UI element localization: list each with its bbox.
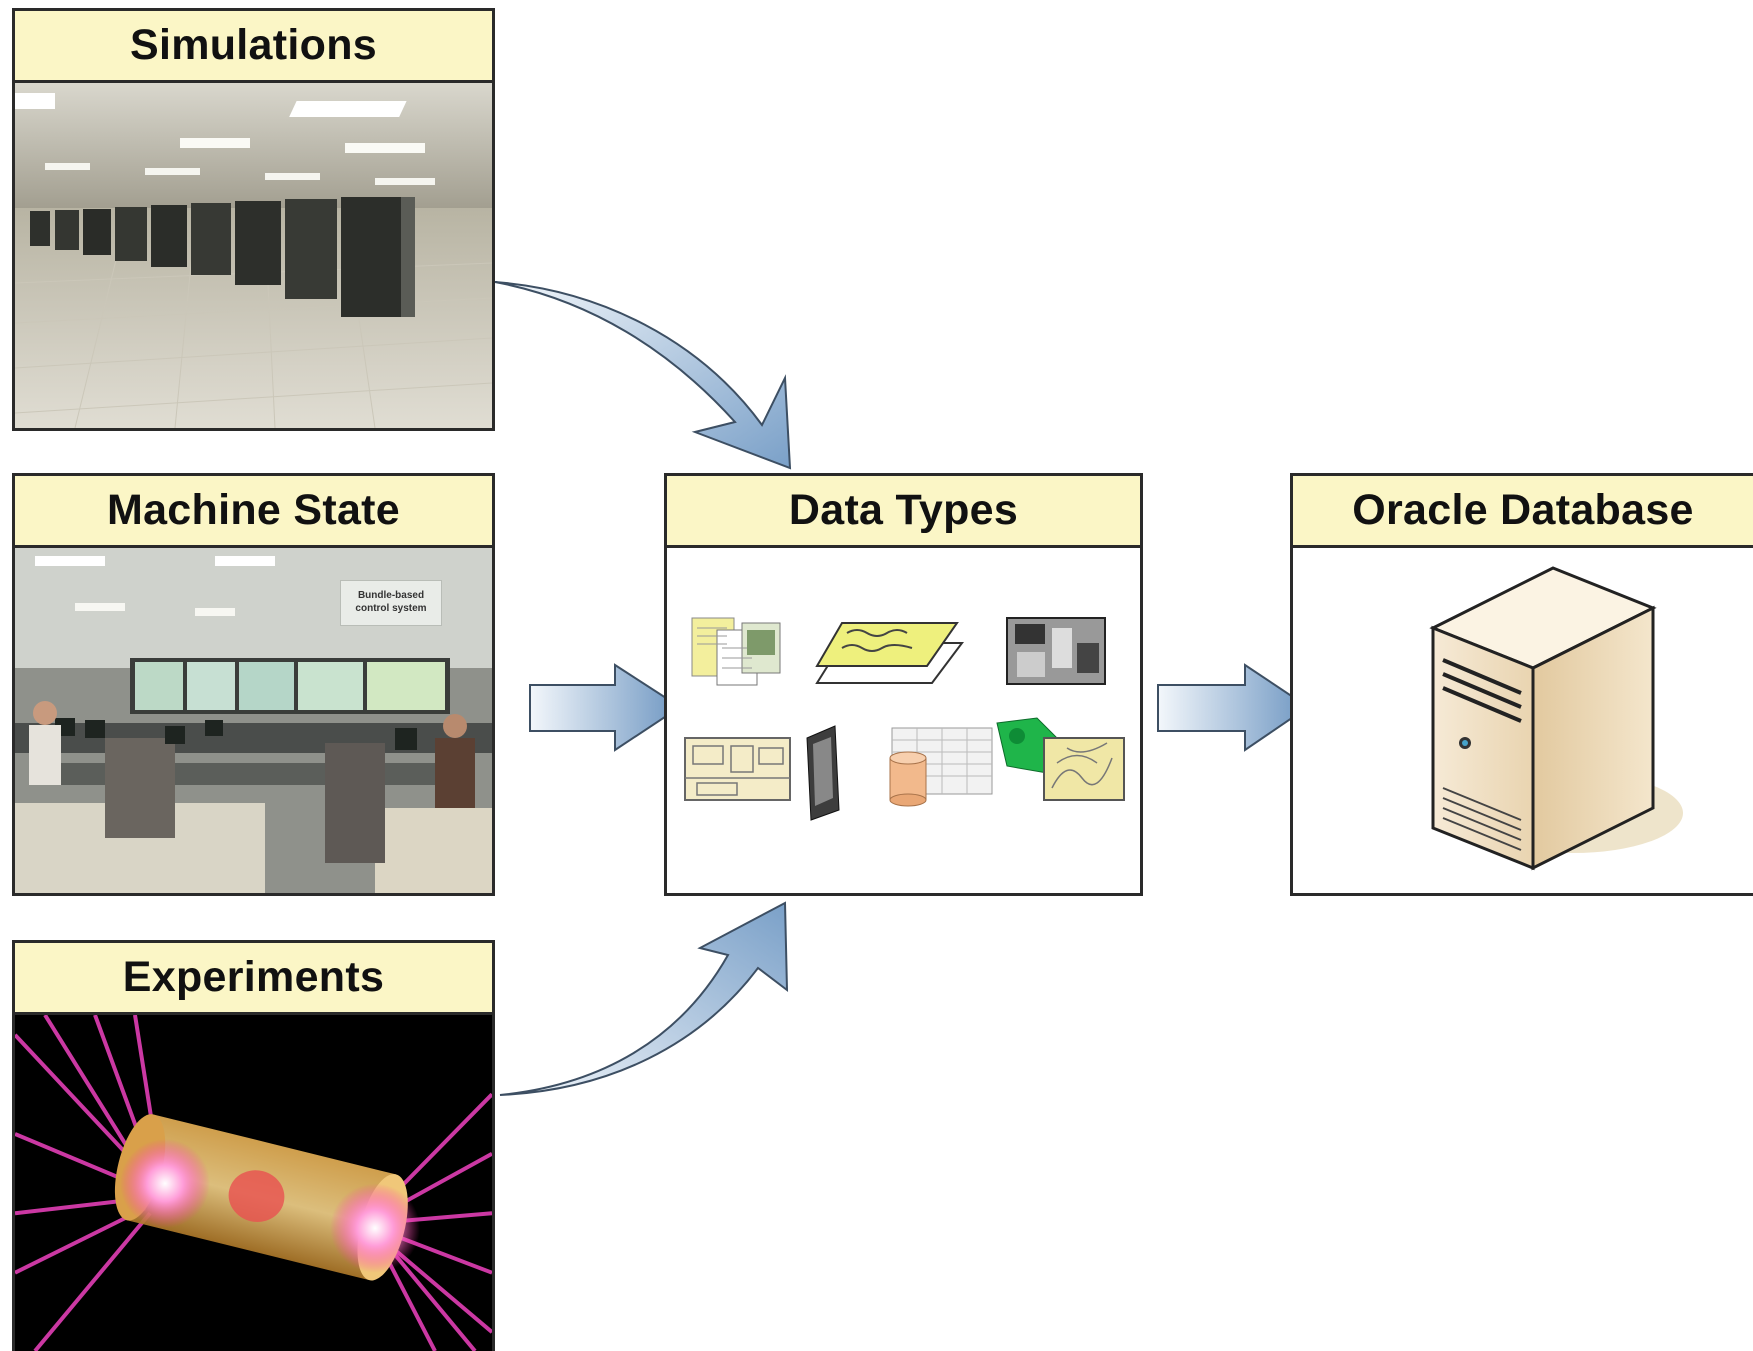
simulations-photo bbox=[15, 83, 492, 428]
layered-sheets-icon bbox=[815, 622, 964, 684]
arrow-experiments-to-datatypes bbox=[499, 901, 789, 1096]
server-tower-icon bbox=[1293, 548, 1753, 893]
control-system-label: Bundle-based control system bbox=[340, 580, 442, 626]
machine-state-panel: Machine State bbox=[12, 473, 495, 896]
documents-icon bbox=[691, 617, 781, 686]
database-table-icon bbox=[889, 727, 993, 807]
site-map-icon bbox=[684, 737, 791, 801]
experiments-panel: Experiments bbox=[12, 940, 495, 1351]
laser-hohlraum-image bbox=[15, 1015, 492, 1351]
data-types-title: Data Types bbox=[667, 476, 1140, 548]
aerial-photo-icon bbox=[1006, 617, 1106, 685]
oracle-database-title: Oracle Database bbox=[1293, 476, 1753, 548]
terrain-map-icon bbox=[996, 717, 1125, 801]
data-types-icons bbox=[667, 548, 1140, 893]
machine-state-title: Machine State bbox=[15, 476, 492, 548]
notebook-icon bbox=[806, 725, 840, 821]
arrow-datatypes-to-oracle bbox=[1157, 663, 1310, 752]
arrow-machinestate-to-datatypes bbox=[529, 663, 682, 752]
oracle-database-panel: Oracle Database bbox=[1290, 473, 1753, 896]
arrow-simulations-to-datatypes bbox=[494, 281, 792, 470]
simulations-title: Simulations bbox=[15, 11, 492, 83]
experiments-title: Experiments bbox=[15, 943, 492, 1015]
simulations-panel: Simulations bbox=[12, 8, 495, 431]
data-types-panel: Data Types bbox=[664, 473, 1143, 896]
